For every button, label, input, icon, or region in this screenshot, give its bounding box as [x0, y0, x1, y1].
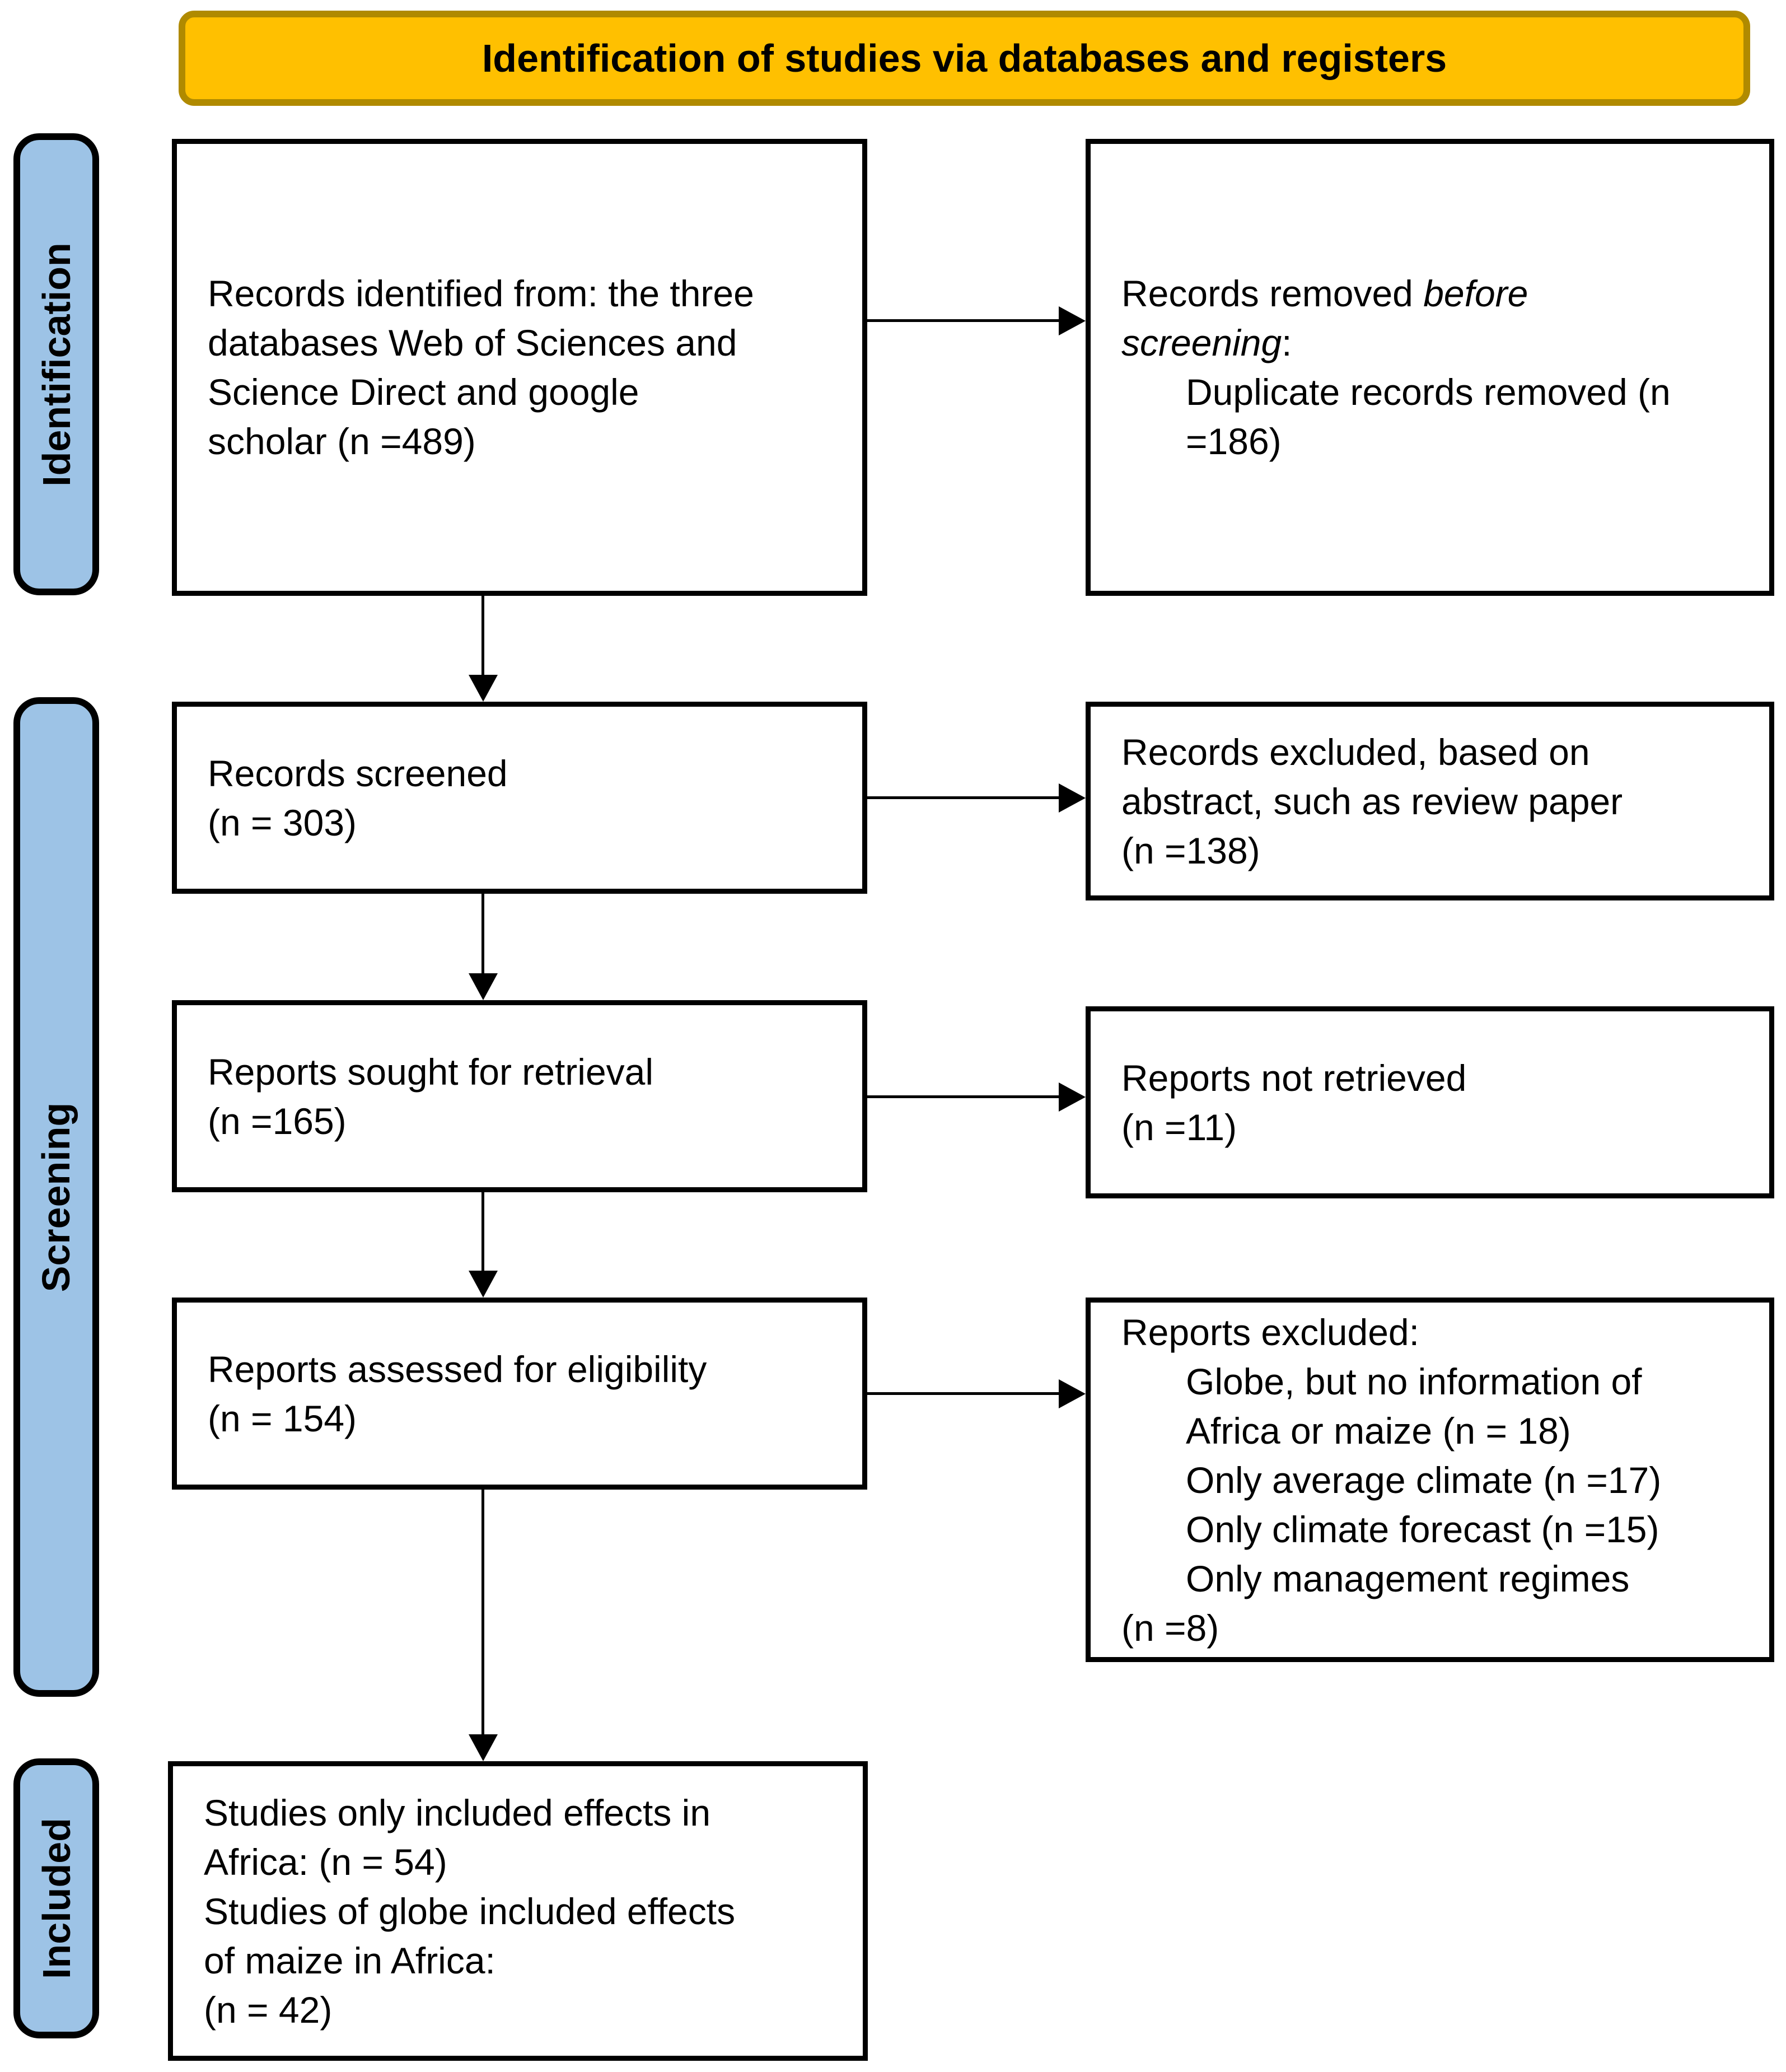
box-studies-included: Studies only included effects in Africa:… — [168, 1761, 868, 2061]
box-records-identified: Records identified from: the three datab… — [172, 139, 867, 596]
box-records-identified-line: databases Web of Sciences and — [208, 322, 737, 363]
stage-label-screening: Screening — [13, 697, 99, 1697]
box-reports-sought-line: Reports sought for retrieval — [208, 1051, 654, 1093]
box-reports-excluded-reason: Africa or maize (n = 18) — [1186, 1410, 1571, 1452]
box-records-removed-before-screening: Records removed before screening: Duplic… — [1086, 139, 1774, 596]
box-reports-excluded-reason: Globe, but no information of — [1186, 1360, 1642, 1402]
box-records-removed-duplicates-line: =186) — [1186, 421, 1282, 462]
box-reports-assessed: Reports assessed for eligibility (n = 15… — [172, 1298, 867, 1490]
box-records-identified-line: Science Direct and google — [208, 371, 639, 413]
box-reports-not-retrieved-line: Reports not retrieved — [1121, 1057, 1467, 1099]
box-studies-included-line: Studies of globe included effects — [204, 1890, 736, 1932]
box-studies-included-line: Studies only included effects in — [204, 1791, 711, 1833]
box-reports-excluded-reason: Only average climate (n =17) — [1186, 1459, 1662, 1501]
box-records-screened: Records screened (n = 303) — [172, 702, 867, 894]
box-reports-excluded-reason: Only management regimes — [1186, 1557, 1630, 1599]
box-reports-excluded-heading: Reports excluded: — [1121, 1311, 1419, 1353]
box-reports-not-retrieved-line: (n =11) — [1121, 1106, 1237, 1148]
box-records-excluded-line: abstract, such as review paper — [1121, 780, 1623, 822]
box-records-excluded-line: Records excluded, based on — [1121, 731, 1590, 773]
box-reports-sought-line: (n =165) — [208, 1100, 347, 1142]
stage-label-identification: Identification — [13, 133, 99, 595]
box-records-screened-line: Records screened — [208, 752, 508, 794]
box-records-removed-line: screening: — [1121, 322, 1292, 363]
stage-label-included: Included — [13, 1758, 99, 2038]
box-reports-assessed-line: (n = 154) — [208, 1397, 357, 1439]
box-reports-not-retrieved: Reports not retrieved (n =11) — [1086, 1006, 1774, 1198]
box-records-screened-line: (n = 303) — [208, 801, 357, 843]
stage-label-screening-text: Screening — [34, 1102, 78, 1292]
box-records-identified-line: Records identified from: the three — [208, 273, 754, 314]
box-reports-assessed-line: Reports assessed for eligibility — [208, 1348, 707, 1390]
box-reports-excluded-reason: Only climate forecast (n =15) — [1186, 1508, 1659, 1550]
box-records-excluded: Records excluded, based on abstract, suc… — [1086, 702, 1774, 900]
box-records-removed-duplicates-line: Duplicate records removed (n — [1186, 371, 1671, 413]
stage-label-identification-text: Identification — [34, 242, 78, 487]
box-reports-excluded-count: (n =8) — [1121, 1607, 1219, 1649]
box-records-identified-line: scholar (n =489) — [208, 421, 476, 462]
box-reports-sought: Reports sought for retrieval (n =165) — [172, 1000, 867, 1192]
box-studies-included-line: of maize in Africa: — [204, 1939, 495, 1981]
banner-identification-via-databases: Identification of studies via databases … — [179, 11, 1750, 106]
box-records-excluded-line: (n =138) — [1121, 829, 1260, 871]
box-studies-included-line: Africa: (n = 54) — [204, 1841, 447, 1883]
stage-label-included-text: Included — [34, 1818, 78, 1979]
box-studies-included-line: (n = 42) — [204, 1989, 333, 2031]
box-reports-excluded: Reports excluded: Globe, but no informat… — [1086, 1298, 1774, 1662]
banner-title: Identification of studies via databases … — [481, 36, 1447, 80]
box-records-removed-line: Records removed before — [1121, 273, 1528, 314]
